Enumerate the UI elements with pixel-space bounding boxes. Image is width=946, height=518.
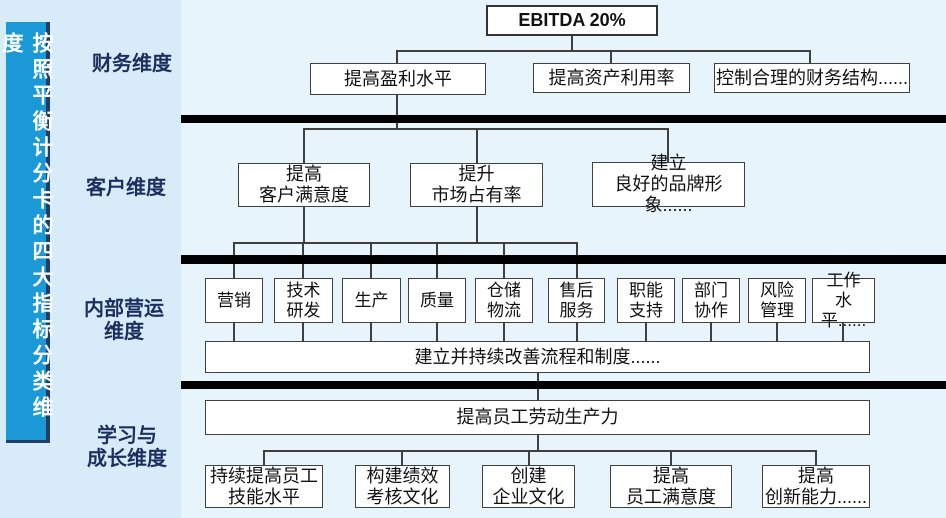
connector	[396, 95, 398, 128]
connector	[233, 323, 235, 341]
left-banner: 按照平衡计分卡的四大指标分类维度	[0, 22, 53, 443]
connector	[303, 128, 305, 163]
node-performance-culture: 构建绩效 考核文化	[355, 465, 450, 508]
connector	[263, 450, 265, 465]
section-label-finance: 财务维度	[92, 53, 172, 75]
connector	[476, 207, 478, 242]
connector	[576, 323, 578, 341]
node-brand-image: 建立 良好的品牌形象......	[592, 153, 745, 215]
node-marketing: 营销	[205, 278, 263, 323]
connector	[842, 323, 844, 341]
node-financial-structure: 控制合理的财务结构......	[714, 63, 910, 93]
node-skill-level: 持续提高员工 技能水平	[205, 465, 323, 508]
connector	[809, 50, 811, 63]
divider-1	[181, 115, 946, 123]
node-innovation-ability: 提高 创新能力......	[762, 465, 870, 508]
section-label-learning: 学习与 成长维度	[87, 425, 167, 470]
connector	[528, 450, 530, 465]
node-dept-collaboration: 部门 协作	[682, 278, 740, 323]
connector	[610, 50, 612, 63]
connector	[476, 128, 478, 163]
node-asset-utilization: 提高资产利用率	[533, 63, 690, 93]
node-risk-management: 风险 管理	[748, 278, 806, 323]
connector	[571, 36, 573, 50]
node-corporate-culture: 创建 企业文化	[482, 465, 575, 508]
connector	[302, 323, 304, 341]
node-labor-productivity: 提高员工劳动生产力	[205, 400, 870, 435]
node-tech-rnd: 技术 研发	[274, 278, 333, 323]
connector	[667, 128, 669, 163]
node-employee-satisfaction: 提高 员工满意度	[610, 465, 732, 508]
connector	[370, 323, 372, 341]
connector	[776, 323, 778, 341]
node-ebitda-target: EBITDA 20%	[486, 5, 658, 36]
node-improve-process: 建立并持续改善流程和制度......	[205, 341, 870, 373]
node-function-support: 职能 支持	[617, 278, 675, 323]
node-production: 生产	[342, 278, 401, 323]
node-quality: 质量	[408, 278, 466, 323]
connector	[436, 323, 438, 341]
node-customer-satisfaction: 提高 客户满意度	[238, 163, 370, 207]
connector	[710, 323, 712, 341]
connector	[645, 323, 647, 341]
node-market-share: 提升 市场占有率	[410, 163, 543, 207]
banner-title: 按照平衡计分卡的四大指标分类维度	[0, 32, 53, 422]
node-after-sales: 售后 服务	[548, 278, 605, 323]
node-work-level: 工作 水平......	[812, 271, 875, 330]
connector	[233, 242, 578, 244]
connector	[396, 50, 811, 52]
connector	[670, 450, 672, 465]
node-raise-profit: 提高盈利水平	[310, 63, 486, 95]
connector	[303, 207, 305, 242]
connector	[263, 450, 817, 452]
section-label-operations: 内部营运 维度	[84, 298, 164, 343]
connector	[537, 435, 539, 450]
connector	[303, 128, 669, 130]
connector	[401, 450, 403, 465]
divider-3	[181, 381, 946, 389]
connector	[396, 50, 398, 63]
section-label-customer: 客户维度	[86, 177, 166, 199]
connector	[503, 323, 505, 341]
divider-2	[181, 255, 946, 264]
connector	[815, 450, 817, 465]
node-warehouse-logistics: 仓储 物流	[475, 278, 533, 323]
